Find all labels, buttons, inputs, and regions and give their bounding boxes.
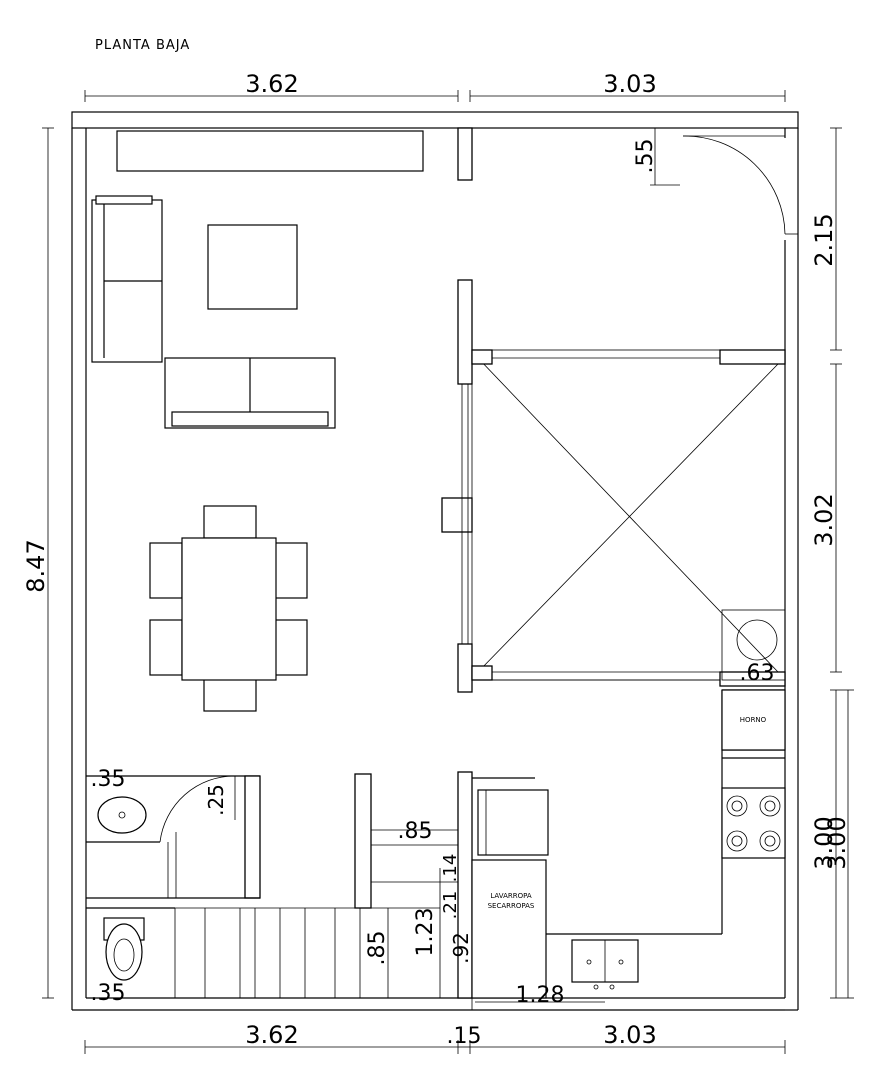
dim-right-upper: 2.15 [810, 213, 838, 266]
dim-stair-side: .85 [365, 931, 390, 966]
dining-chair [149, 542, 183, 599]
dim-height-92: .92 [449, 932, 473, 964]
dining-chair [203, 505, 257, 539]
dining-chair [203, 678, 257, 712]
dim-left-total: 8.47 [22, 539, 50, 592]
interior-partition [441, 127, 473, 999]
sofa-bottom [164, 357, 336, 429]
label-horno: HORNO [740, 716, 767, 724]
dim-laundry-width: 1.28 [516, 983, 565, 1008]
top-dimension-line [84, 90, 786, 102]
dim-top-right: 3.03 [603, 70, 656, 98]
kitchen-chair [477, 789, 549, 856]
staircase [175, 773, 458, 998]
dim-right-lower-a: 3.00 [810, 816, 838, 869]
dining-chair [274, 542, 308, 599]
bathroom [86, 775, 261, 998]
dim-bath-left-bottom: .35 [91, 981, 126, 1006]
washer-unit [721, 609, 786, 681]
dim-door-width: .55 [633, 139, 658, 174]
sofa-left [91, 195, 163, 363]
dim-right-middle: 3.02 [810, 493, 838, 546]
dim-step-21: .21 [440, 891, 461, 920]
washer-dryer [471, 859, 547, 999]
toilet [103, 917, 145, 981]
plan-title: PLANTA BAJA [95, 38, 190, 53]
left-dimension-line [42, 127, 54, 999]
patio-void [471, 349, 786, 687]
dim-bottom-mid: .15 [447, 1024, 482, 1049]
coffee-table [207, 224, 298, 310]
cooktop [721, 787, 786, 859]
bathroom-sink [97, 796, 147, 834]
oven [721, 689, 786, 751]
dim-top-left: 3.62 [245, 70, 298, 98]
kitchen-sink [571, 939, 639, 990]
dim-washer: .63 [740, 661, 775, 686]
dim-bottom-right: 3.03 [603, 1021, 656, 1049]
dim-right-lower-b: 3.00 [823, 816, 851, 869]
entrance-door [650, 128, 798, 235]
dim-bath-left-top: .35 [91, 767, 126, 792]
right-dimension-line [830, 127, 854, 999]
dining-set [149, 505, 308, 712]
dim-height-123: 1.23 [413, 908, 438, 957]
dim-sink: .25 [204, 784, 228, 816]
bottom-dimension-line [84, 1040, 786, 1054]
dining-chair [274, 619, 308, 676]
dining-chair [149, 619, 183, 676]
dim-step-14: .14 [440, 854, 461, 883]
sideboard [116, 130, 424, 172]
dim-stair-top: .85 [398, 819, 433, 844]
dining-table [181, 537, 277, 681]
label-secarropas: SECARROPAS [488, 902, 535, 910]
label-lavarropa: LAVARROPA [490, 892, 532, 900]
dim-bottom-left: 3.62 [245, 1021, 298, 1049]
